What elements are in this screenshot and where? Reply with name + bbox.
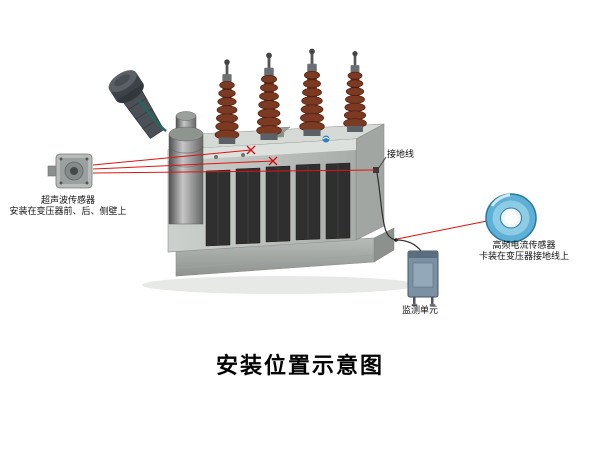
tank-right-face <box>355 123 385 241</box>
ultrasonic-sensor-install-note: 安装在变压器前、后、侧壁上 <box>9 206 127 216</box>
monitor-unit-label: 监测单元 <box>402 305 439 315</box>
large-bushing <box>108 70 165 139</box>
ultrasonic-sensor-label: 超声波传感器 安装在变压器前、后、侧壁上 <box>2 195 134 217</box>
bushing-2 <box>256 52 282 141</box>
hf-sensor-install-note: 卡装在变压器接地线上 <box>478 251 569 261</box>
measurement-point-markers <box>246 145 278 166</box>
conservator-cylinder <box>168 111 204 225</box>
hf-sensor-name: 高频电流传感器 <box>492 240 556 250</box>
ground-wire-line <box>376 172 397 241</box>
ultrasonic-sensor-name: 超声波传感器 <box>40 195 95 205</box>
hf-sensor-label: 高频电流传感器 卡装在变压器接地线上 <box>474 240 574 262</box>
bushing-pipe <box>137 99 167 132</box>
monitoring-unit <box>395 239 439 307</box>
ground-shadow <box>142 276 418 294</box>
connection-line-2 <box>92 160 274 170</box>
ground-label-pointer <box>377 156 387 170</box>
connection-line-hf <box>396 220 488 240</box>
diagram-title: 安装位置示意图 <box>215 353 384 378</box>
connection-line-1 <box>92 149 252 166</box>
ground-wire-label: 接地线 <box>387 149 415 159</box>
hf-current-sensor <box>485 193 537 243</box>
brand-mark <box>322 135 330 143</box>
bushing-3 <box>299 48 325 137</box>
bushing-4 <box>343 50 367 133</box>
transformer-tank <box>167 123 385 253</box>
ultrasonic-sensor <box>47 153 93 189</box>
sensor-connection-lines <box>92 149 488 240</box>
grounding-stud <box>373 167 379 173</box>
connection-line-3 <box>92 169 376 174</box>
bushing-1 <box>214 58 240 145</box>
